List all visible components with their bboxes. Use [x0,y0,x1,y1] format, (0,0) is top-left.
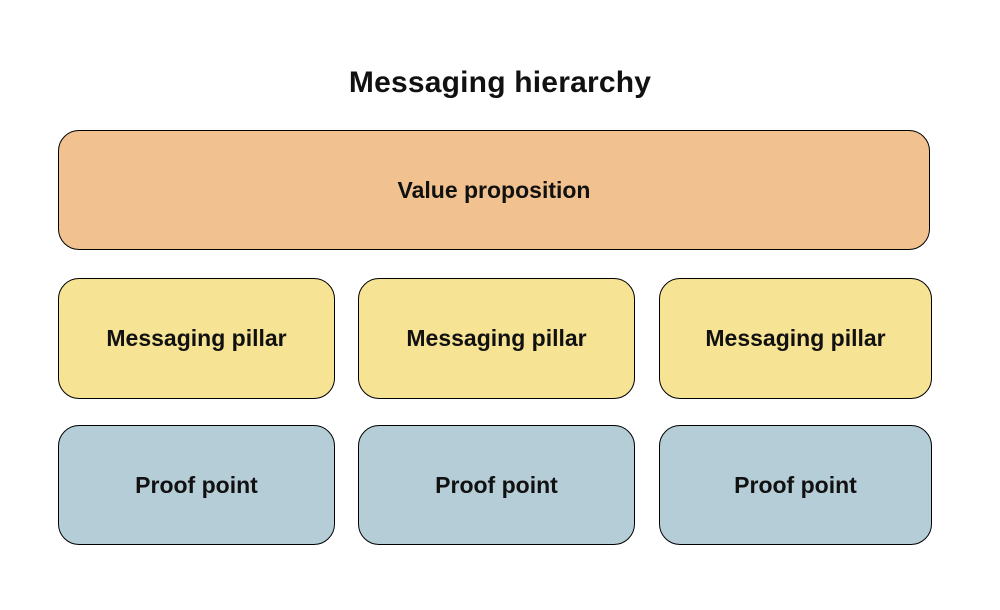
value-proposition-box: Value proposition [58,130,930,250]
proof-point-label: Proof point [734,471,857,498]
proof-point-label: Proof point [135,471,258,498]
messaging-pillar-box-1: Messaging pillar [58,278,335,399]
value-proposition-label: Value proposition [397,176,591,203]
proof-point-box-1: Proof point [58,425,335,545]
messaging-pillar-label: Messaging pillar [406,325,587,351]
proof-point-box-2: Proof point [358,425,635,545]
proof-point-box-3: Proof point [659,425,932,545]
messaging-pillar-label: Messaging pillar [705,325,886,351]
diagram-title: Messaging hierarchy [348,66,652,99]
messaging-pillar-box-3: Messaging pillar [659,278,932,399]
messaging-pillar-label: Messaging pillar [106,325,287,351]
messaging-pillar-box-2: Messaging pillar [358,278,635,399]
proof-point-label: Proof point [435,471,558,498]
